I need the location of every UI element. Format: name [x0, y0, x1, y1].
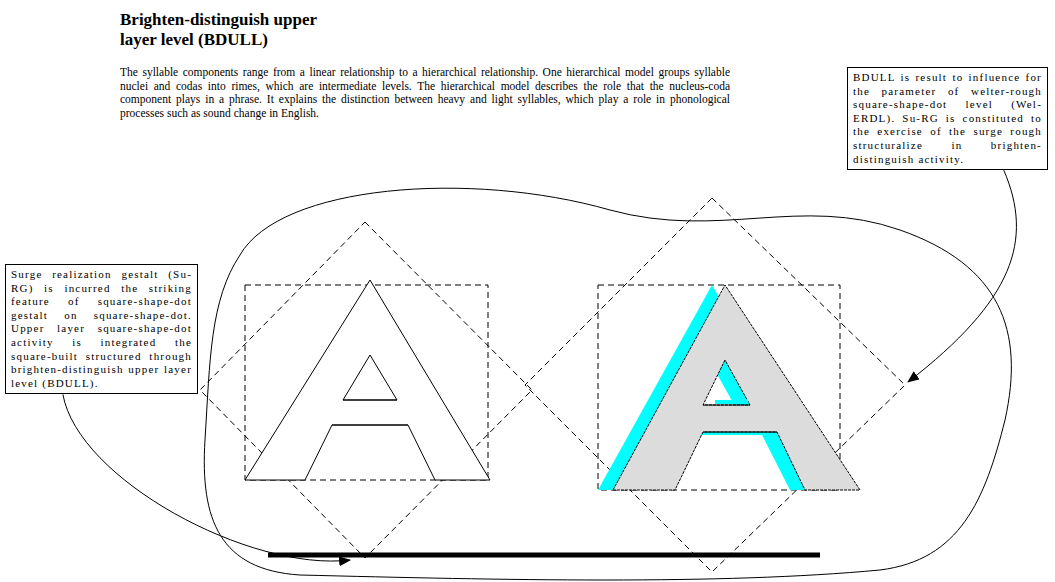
dashed-diamond [525, 198, 905, 572]
callout-box: BDULL is result to influence for the par… [847, 67, 1048, 170]
thick-bar [268, 553, 820, 558]
callout-text: BDULL is result to influence for the par… [853, 71, 1042, 166]
callout-box: Surge realization gestalt (Su-RG) is inc… [5, 264, 198, 394]
crossbar-line [343, 400, 397, 401]
body-paragraph: The syllable components range from a lin… [120, 66, 730, 120]
crossbar-line [703, 432, 777, 433]
outline-blob [204, 188, 1011, 580]
leader-arrow [908, 170, 1016, 382]
letter-a-outline [245, 280, 490, 480]
diagram-title: Brighten-distinguish upper layer level (… [120, 10, 355, 50]
dashed-diamond [200, 222, 532, 558]
crossbar-line [703, 405, 750, 406]
leader-arrow [63, 394, 350, 561]
crossbar-cyan [715, 400, 748, 404]
letter-a-rough [613, 285, 860, 490]
crossbar-line [332, 425, 408, 426]
callout-text: Surge realization gestalt (Su-RG) is inc… [11, 268, 192, 390]
